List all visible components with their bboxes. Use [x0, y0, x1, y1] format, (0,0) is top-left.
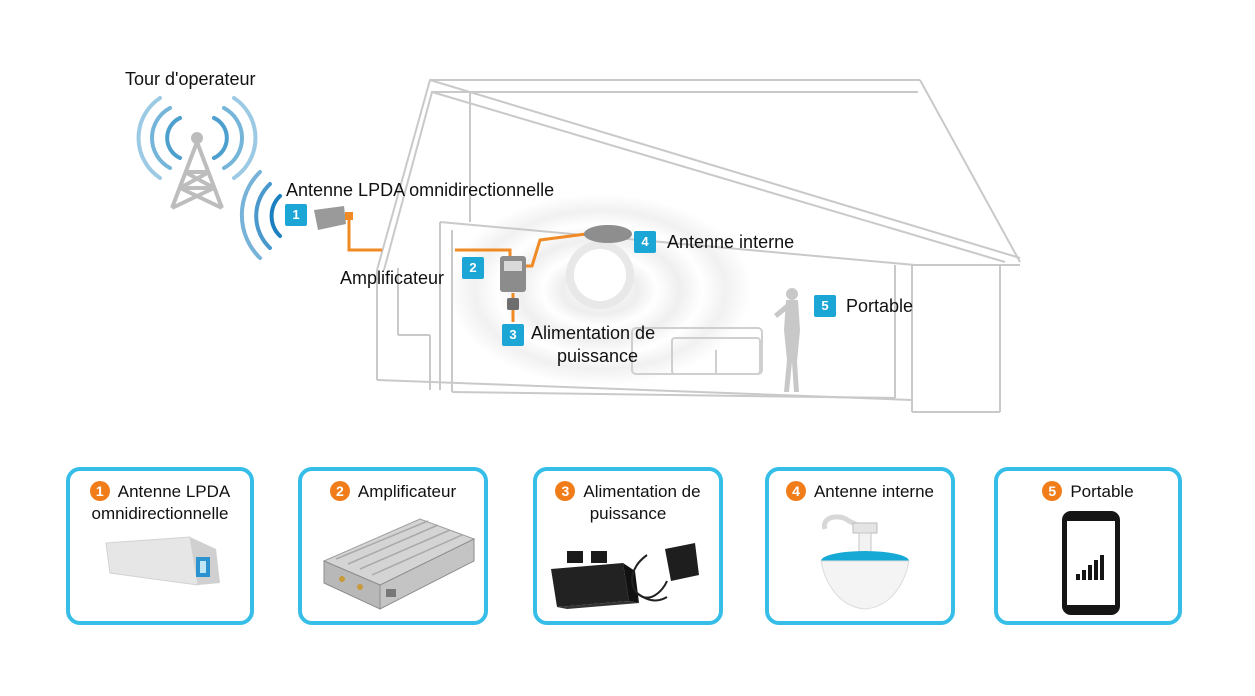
callout-label-3b: puissance: [557, 346, 639, 366]
number-badge: 2: [329, 481, 350, 501]
callout-label-4: Antenne interne: [667, 232, 795, 252]
power-adapter-image: [551, 543, 699, 609]
callout-badge-3: 3: [502, 324, 524, 346]
card-title-line1: Alimentation de: [583, 482, 701, 501]
callout-label-2: Amplificateur: [340, 268, 445, 288]
amplifier-device-icon: [500, 256, 526, 310]
number-badge: 4: [785, 481, 806, 501]
tower-label: Tour d'operateur: [125, 69, 256, 89]
house-outline: [376, 79, 1021, 413]
smartphone-image: [1062, 511, 1120, 615]
person-silhouette: [774, 288, 800, 392]
amplifier-image: [322, 518, 476, 610]
card-title-line1: Antenne interne: [813, 482, 935, 501]
number-badge: 5: [1042, 481, 1063, 501]
house-diagram: [136, 79, 1021, 413]
card-title: 2 Amplificateur: [302, 481, 484, 503]
product-card-lpda: 1 Antenne LPDA omnidirectionnelle: [66, 467, 254, 625]
callout-label-3a: Alimentation de: [531, 323, 656, 343]
ceiling-antenna-image: [820, 514, 910, 610]
callout-badge-4: 4: [634, 231, 656, 253]
lpda-antenna-icon: [314, 206, 353, 230]
product-card-phone: 5 Portable: [994, 467, 1182, 625]
card-title-line2: puissance: [589, 504, 667, 523]
ceiling-antenna-icon: [584, 225, 632, 243]
card-title-line1: Amplificateur: [357, 482, 457, 501]
number-badge: 3: [555, 481, 576, 501]
callout-label-1: Antenne LPDA omnidirectionnelle: [286, 180, 555, 200]
callout-badge-5: 5: [814, 295, 836, 317]
card-title: 4 Antenne interne: [769, 481, 951, 503]
tower-icon: [136, 96, 258, 210]
product-card-amplifier: 2 Amplificateur: [298, 467, 488, 625]
product-card-internal-antenna: 4 Antenne interne: [765, 467, 955, 625]
number-badge: 1: [89, 481, 110, 501]
card-title: 5 Portable: [998, 481, 1178, 503]
callout-label-5: Portable: [846, 296, 914, 316]
card-title-line1: Portable: [1070, 482, 1134, 501]
lpda-antenna-image: [105, 536, 220, 586]
callout-badge-2: 2: [462, 257, 484, 279]
card-title-line2: omnidirectionnelle: [91, 504, 229, 523]
antenna-signal-icon: [239, 170, 282, 260]
card-title: 3 Alimentation de puissance: [537, 481, 719, 525]
sofa: [631, 327, 763, 375]
card-title: 1 Antenne LPDA omnidirectionnelle: [70, 481, 250, 525]
product-card-power: 3 Alimentation de puissance: [533, 467, 723, 625]
callout-badge-1: 1: [285, 204, 307, 226]
card-title-line1: Antenne LPDA: [117, 482, 231, 501]
